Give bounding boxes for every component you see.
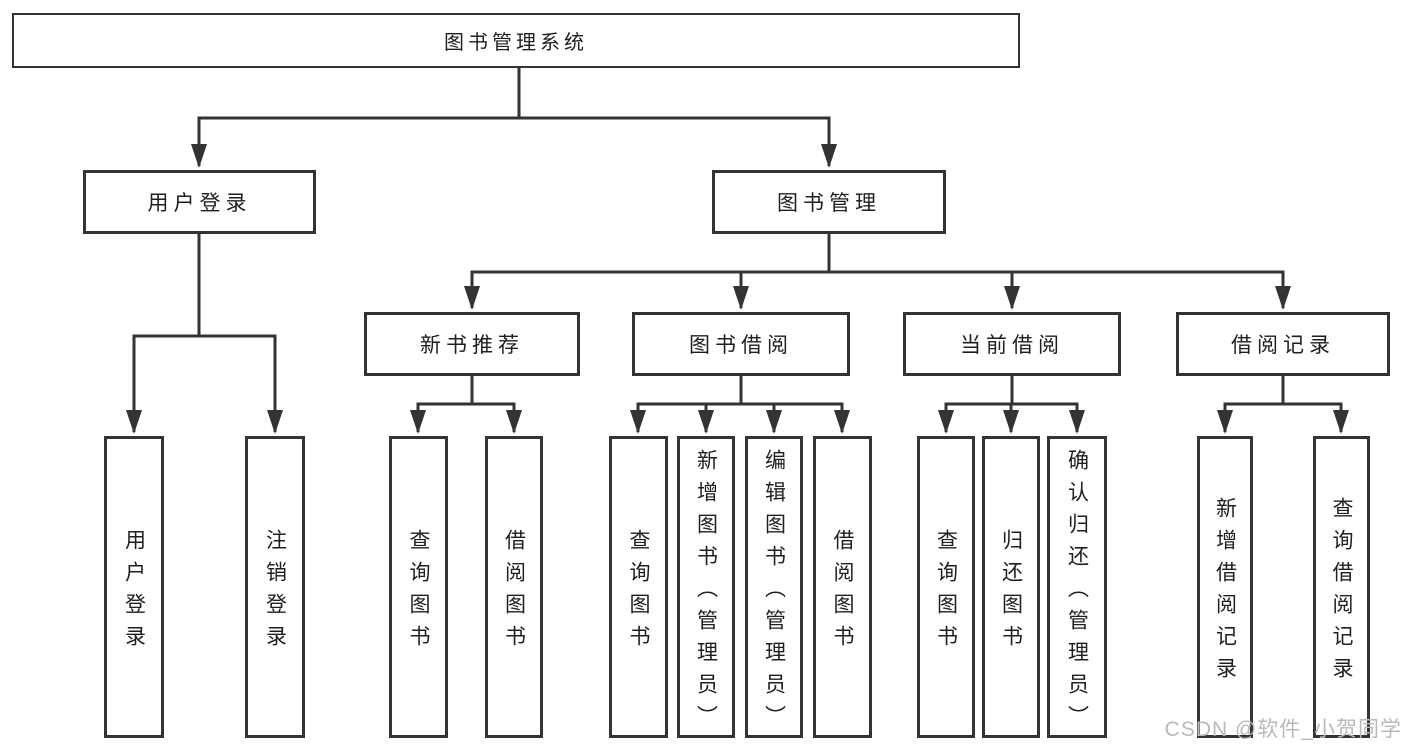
node-current-borrowing: 当前借阅 — [903, 312, 1121, 376]
node-book-management: 图书管理 — [712, 170, 946, 234]
leaf-borrow-book-1: 借阅图书 — [485, 436, 543, 738]
node-borrowing-records: 借阅记录 — [1176, 312, 1390, 376]
node-new-book-recommendation: 新书推荐 — [364, 312, 580, 376]
leaf-borrow-book-2: 借阅图书 — [813, 436, 872, 738]
leaf-label: 查询图书 — [934, 528, 958, 657]
node-label: 图书管理系统 — [444, 32, 588, 54]
node-label: 图书借阅 — [689, 334, 793, 357]
node-label: 借阅记录 — [1231, 334, 1335, 357]
node-label: 用户登录 — [147, 192, 252, 215]
node-label: 当前借阅 — [960, 334, 1064, 357]
node-book-borrowing: 图书借阅 — [632, 312, 850, 376]
leaf-logout: 注销登录 — [245, 436, 305, 738]
leaf-label: 编辑图书（管理员） — [762, 448, 786, 737]
leaf-label: 确认归还（管理员） — [1065, 448, 1089, 737]
leaf-edit-book-admin: 编辑图书（管理员） — [745, 436, 803, 738]
leaf-label: 用户登录 — [122, 528, 146, 657]
csdn-watermark: CSDN @软件_小贺同学 — [1164, 718, 1402, 741]
leaf-label: 查询图书 — [627, 528, 650, 657]
leaf-user-login: 用户登录 — [104, 436, 164, 738]
leaf-confirm-return-admin: 确认归还（管理员） — [1047, 436, 1107, 738]
leaf-label: 新增图书（管理员） — [694, 448, 718, 737]
node-label: 图书管理 — [777, 192, 881, 215]
leaf-add-book-admin: 新增图书（管理员） — [677, 436, 735, 738]
leaf-label: 借阅图书 — [831, 528, 854, 657]
leaf-return-book: 归还图书 — [982, 436, 1040, 738]
leaf-add-borrow-record: 新增借阅记录 — [1197, 436, 1253, 738]
leaf-label: 注销登录 — [263, 528, 287, 657]
leaf-label: 查询借阅记录 — [1330, 496, 1353, 689]
node-library-management-system: 图书管理系统 — [12, 13, 1020, 68]
leaf-label: 新增借阅记录 — [1213, 496, 1237, 689]
leaf-query-book-1: 查询图书 — [389, 436, 448, 738]
node-user-login: 用户登录 — [83, 170, 316, 234]
leaf-query-book-3: 查询图书 — [917, 436, 975, 738]
leaf-label: 查询图书 — [407, 528, 430, 657]
leaf-query-borrow-record: 查询借阅记录 — [1313, 436, 1370, 738]
leaf-query-book-2: 查询图书 — [609, 436, 668, 738]
leaf-label: 借阅图书 — [502, 528, 526, 657]
leaf-label: 归还图书 — [999, 528, 1023, 657]
node-label: 新书推荐 — [420, 334, 524, 357]
